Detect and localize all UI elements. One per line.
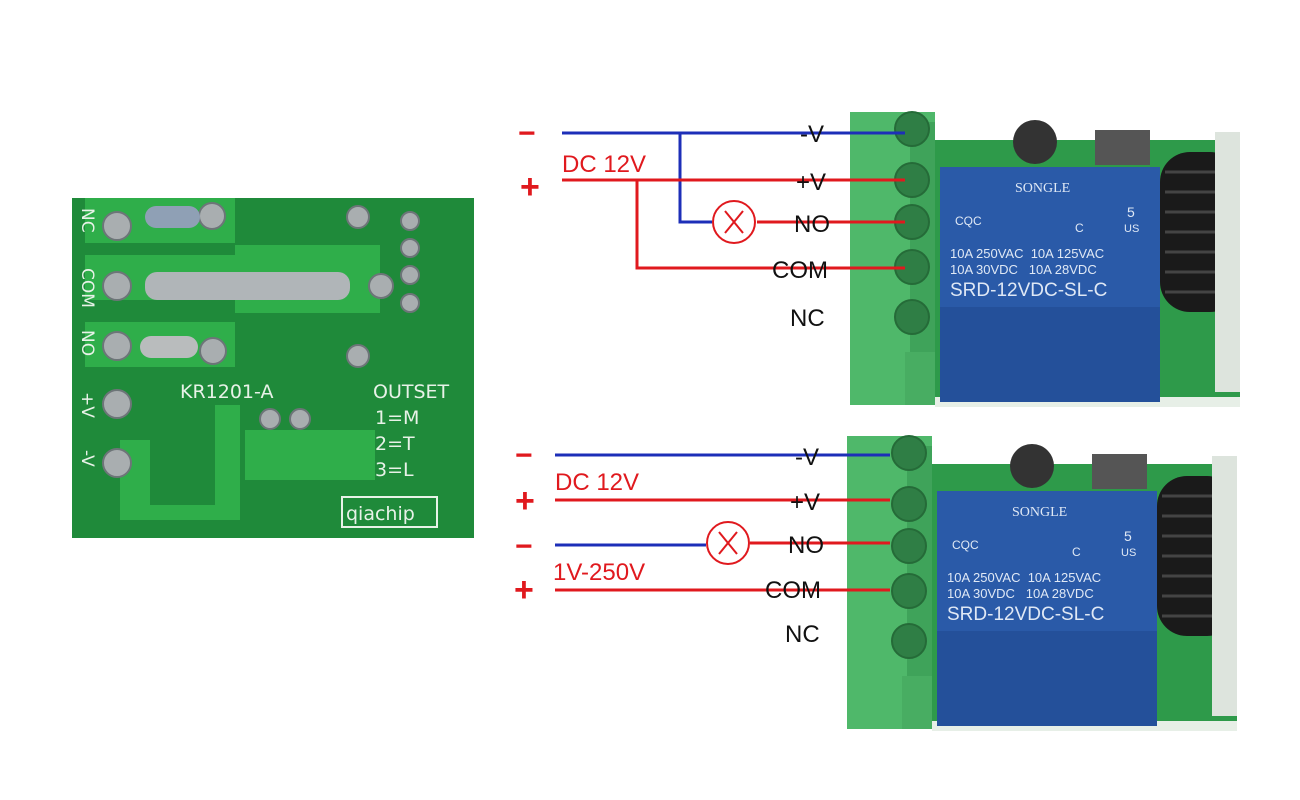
supply-label: DC 12V (555, 469, 639, 496)
terminal-label-com: COM (765, 577, 821, 604)
terminal-label-no: NO (788, 532, 824, 559)
relay-cert-mark: CQC (955, 214, 982, 228)
relay-ul-number: 5 (1124, 528, 1132, 544)
pcb-brand: qiachip (346, 503, 415, 525)
terminal-label-com: COM (772, 257, 828, 284)
pcb-outset-option: 2=T (375, 433, 415, 455)
terminal-label-plus-v: +V (790, 489, 820, 516)
supply-minus-symbol: − (518, 117, 536, 150)
terminal-label-plus-v: +V (796, 169, 826, 196)
pcb-outset-option: 3=L (375, 459, 414, 481)
terminal-label-nc: NC (790, 305, 825, 332)
load-minus-symbol: − (515, 530, 533, 563)
relay-ul-number: 5 (1127, 204, 1135, 220)
terminal-label-no: NO (794, 211, 830, 238)
pcb-back-view: NC COM NO +V -V KR1201-A OUTSET 1=M 2=T … (72, 198, 474, 538)
supply-plus-symbol: + (515, 482, 535, 520)
relay-ul-us: US (1121, 547, 1136, 559)
relay-model: SRD-12VDC-SL-C (950, 280, 1107, 301)
pcb-outset-option: 1=M (375, 407, 419, 429)
terminal-label-minus-v: -V (795, 444, 819, 471)
pcb-label-com: COM (77, 268, 97, 308)
relay-cert-mark: CQC (952, 538, 979, 552)
relay-rating-2: 10A 30VDC 10A 28VDC (947, 586, 1094, 601)
relay-rating-1: 10A 250VAC 10A 125VAC (947, 570, 1101, 585)
relay-rating-1: 10A 250VAC 10A 125VAC (950, 246, 1104, 261)
supply-label: DC 12V (562, 151, 646, 178)
relay-model: SRD-12VDC-SL-C (947, 604, 1104, 625)
pcb-label-minus-v: -V (77, 450, 97, 467)
pcb-label-nc: NC (77, 208, 97, 233)
lamp-cross-icon (712, 200, 756, 244)
relay-brand: SONGLE (1012, 505, 1067, 520)
terminal-label-minus-v: -V (800, 121, 824, 148)
relay-rating-2: 10A 30VDC 10A 28VDC (950, 262, 1097, 277)
relay-ul-c: C (1072, 545, 1081, 559)
relay-module-bottom: SONGLE CQC C 5 US 10A 250VAC 10A 125VAC … (845, 434, 1239, 733)
terminal-label-nc: NC (785, 621, 820, 648)
relay-ul-us: US (1124, 223, 1139, 235)
pcb-label-no: NO (77, 330, 97, 356)
relay-brand: SONGLE (1015, 181, 1070, 196)
relay-module-top: SONGLE CQC C 5 US 10A 250VAC 10A 125VAC … (848, 110, 1242, 409)
load-plus-symbol: + (514, 571, 534, 609)
load-supply-label: 1V-250V (553, 559, 645, 586)
pcb-label-plus-v: +V (77, 392, 97, 418)
lamp-cross-icon (706, 521, 750, 565)
pcb-model: KR1201-A (180, 381, 273, 403)
wiring-bottom (555, 453, 890, 592)
wiring-top (562, 131, 905, 270)
supply-minus-symbol: − (515, 439, 533, 472)
relay-ul-c: C (1075, 221, 1084, 235)
supply-plus-symbol: + (520, 168, 540, 206)
pcb-outset-title: OUTSET (373, 381, 450, 403)
